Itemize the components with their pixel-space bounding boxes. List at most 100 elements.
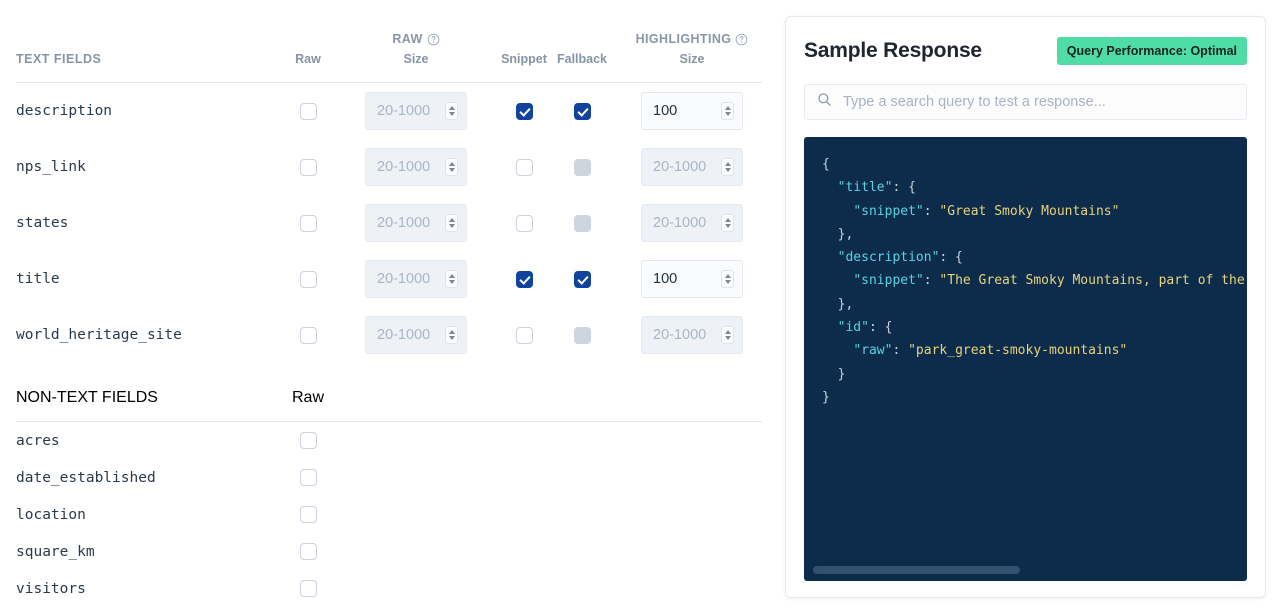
fields-configuration-pane: RAW HIGHLIGHTING TEXT FIELDS Raw Size Sn… xyxy=(0,0,770,613)
raw-size-input[interactable]: 20-1000 xyxy=(365,204,467,242)
search-icon xyxy=(817,92,832,112)
sample-response-card: Sample Response Query Performance: Optim… xyxy=(785,16,1266,598)
field-name: nps_link xyxy=(16,159,86,175)
search-input[interactable] xyxy=(843,94,1234,110)
sample-response-code-panel: { "title": { "snippet": "Great Smoky Mou… xyxy=(804,137,1247,581)
highlight-size-input[interactable]: 100 xyxy=(641,92,743,130)
column-header-snippet: Snippet xyxy=(501,52,547,66)
table-row: square_km xyxy=(16,533,762,570)
raw-size-input-value: 20-1000 xyxy=(377,327,431,343)
code-line: "snippet": "The Great Smoky Mountains, p… xyxy=(853,273,1245,289)
question-circle-icon[interactable] xyxy=(427,33,440,46)
code-line: "snippet": "Great Smoky Mountains" xyxy=(853,203,1120,219)
fallback-checkbox[interactable] xyxy=(573,270,591,288)
field-name: title xyxy=(16,271,60,287)
highlight-size-input-value: 20-1000 xyxy=(653,159,707,175)
raw-checkbox[interactable] xyxy=(299,102,317,120)
text-fields-column-header: TEXT FIELDS Raw Size Snippet Fallback Si… xyxy=(16,46,762,72)
text-fields-section-title: TEXT FIELDS xyxy=(16,52,102,66)
field-name: visitors xyxy=(16,580,86,597)
raw-checkbox[interactable] xyxy=(299,469,317,486)
column-header-raw: Raw xyxy=(295,52,321,66)
stepper-icon[interactable] xyxy=(721,102,734,120)
field-name: states xyxy=(16,215,69,231)
group-header-raw-label: RAW xyxy=(392,32,423,46)
raw-size-input-value: 20-1000 xyxy=(377,271,431,287)
highlight-size-input-value: 20-1000 xyxy=(653,215,707,231)
field-name: square_km xyxy=(16,543,95,560)
raw-checkbox[interactable] xyxy=(299,543,317,560)
stepper-icon[interactable] xyxy=(445,326,458,344)
highlight-size-input-value: 100 xyxy=(653,103,678,119)
stepper-icon[interactable] xyxy=(445,270,458,288)
text-fields-rows: description 20-1000 100 nps_link 20-1000 20-1… xyxy=(16,83,762,363)
code-line: }, xyxy=(822,296,854,312)
status-badge: Query Performance: Optimal xyxy=(1056,37,1247,65)
raw-size-input[interactable]: 20-1000 xyxy=(365,260,467,298)
snippet-checkbox[interactable] xyxy=(515,326,533,344)
raw-checkbox[interactable] xyxy=(299,506,317,523)
code-line: } xyxy=(822,389,830,405)
page-title: Sample Response xyxy=(804,39,982,62)
snippet-checkbox[interactable] xyxy=(515,158,533,176)
table-row: location xyxy=(16,496,762,533)
snippet-checkbox[interactable] xyxy=(515,102,533,120)
nontext-fields-section-title: NON-TEXT FIELDS xyxy=(16,389,158,406)
stepper-icon[interactable] xyxy=(445,158,458,176)
group-header-highlighting-label: HIGHLIGHTING xyxy=(635,32,732,46)
field-name: description xyxy=(16,103,113,119)
column-header-raw-size: Size xyxy=(403,52,429,66)
raw-checkbox[interactable] xyxy=(299,326,317,344)
text-fields-divider xyxy=(16,82,762,83)
column-header-highlight-size: Size xyxy=(679,52,705,66)
stepper-icon[interactable] xyxy=(445,102,458,120)
column-header-nontext-raw: Raw xyxy=(291,389,324,406)
highlight-size-input-value: 100 xyxy=(653,271,678,287)
table-row: date_established xyxy=(16,459,762,496)
search-box[interactable] xyxy=(804,84,1247,120)
raw-size-input-value: 20-1000 xyxy=(377,103,431,119)
table-row: visitors xyxy=(16,570,762,607)
raw-checkbox[interactable] xyxy=(299,270,317,288)
fallback-checkbox xyxy=(573,326,591,344)
nontext-fields-column-header: NON-TEXT FIELDS Raw xyxy=(16,385,762,411)
raw-size-input[interactable]: 20-1000 xyxy=(365,316,467,354)
raw-checkbox[interactable] xyxy=(299,580,317,597)
raw-checkbox[interactable] xyxy=(299,158,317,176)
table-row: nps_link 20-1000 20-1000 xyxy=(16,139,762,195)
field-name: location xyxy=(16,506,86,523)
code-line: "title": { xyxy=(837,180,916,196)
fallback-checkbox[interactable] xyxy=(573,102,591,120)
raw-size-input[interactable]: 20-1000 xyxy=(365,92,467,130)
nontext-fields-divider xyxy=(16,421,762,422)
snippet-checkbox[interactable] xyxy=(515,214,533,232)
question-circle-icon[interactable] xyxy=(735,33,748,46)
column-header-fallback: Fallback xyxy=(556,52,608,66)
raw-size-input[interactable]: 20-1000 xyxy=(365,148,467,186)
stepper-icon[interactable] xyxy=(721,270,734,288)
code-line: { xyxy=(822,157,830,172)
stepper-icon[interactable] xyxy=(721,158,734,176)
raw-checkbox[interactable] xyxy=(299,432,317,449)
code-line: "id": { xyxy=(837,320,893,336)
stepper-icon[interactable] xyxy=(721,214,734,232)
group-header-raw: RAW xyxy=(336,32,496,46)
raw-checkbox[interactable] xyxy=(299,214,317,232)
highlight-size-input[interactable]: 20-1000 xyxy=(641,148,743,186)
fallback-checkbox xyxy=(573,214,591,232)
group-header-row: RAW HIGHLIGHTING xyxy=(16,0,762,46)
raw-size-input-value: 20-1000 xyxy=(377,215,431,231)
snippet-checkbox[interactable] xyxy=(515,270,533,288)
table-row: description 20-1000 100 xyxy=(16,83,762,139)
highlight-size-input[interactable]: 20-1000 xyxy=(641,204,743,242)
horizontal-scrollbar[interactable] xyxy=(813,566,1020,574)
table-row: states 20-1000 20-1000 xyxy=(16,195,762,251)
stepper-icon[interactable] xyxy=(445,214,458,232)
highlight-size-input[interactable]: 100 xyxy=(641,260,743,298)
raw-size-input-value: 20-1000 xyxy=(377,159,431,175)
stepper-icon[interactable] xyxy=(721,326,734,344)
code-line: "description": { xyxy=(837,250,963,266)
highlight-size-input[interactable]: 20-1000 xyxy=(641,316,743,354)
